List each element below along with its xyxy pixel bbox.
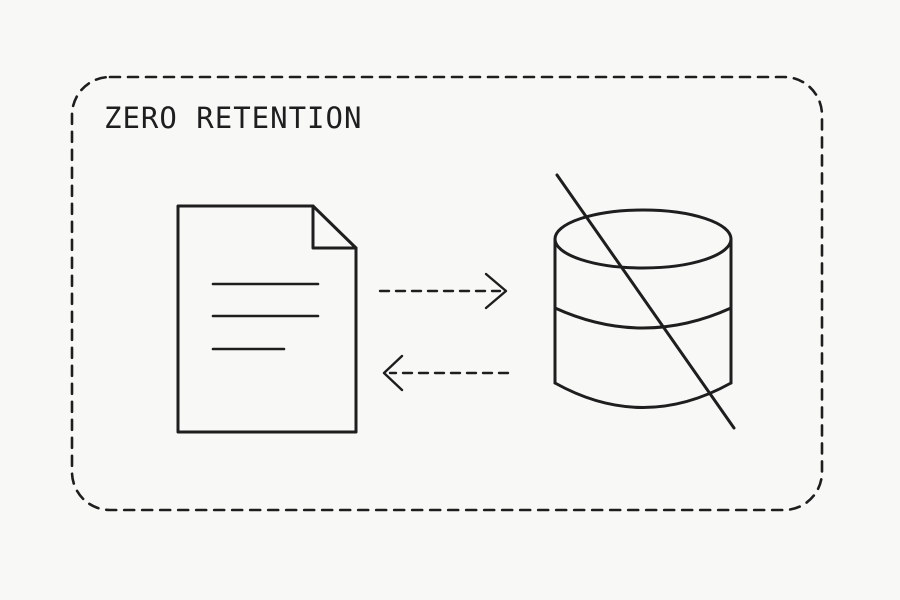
document-icon — [176, 204, 358, 434]
arrow-left-head — [382, 354, 404, 392]
boundary-box — [70, 75, 824, 512]
document-fold — [311, 204, 358, 250]
arrow-right-head — [484, 272, 508, 310]
arrow-left-icon — [382, 354, 510, 392]
database-top — [553, 208, 733, 270]
diagram-title: ZERO RETENTION — [104, 101, 363, 135]
database-icon — [553, 208, 733, 409]
database-middle-band — [553, 306, 733, 330]
document-outline — [176, 204, 358, 434]
no-storage-slash-icon — [555, 173, 736, 430]
arrow-right-icon — [378, 272, 508, 310]
